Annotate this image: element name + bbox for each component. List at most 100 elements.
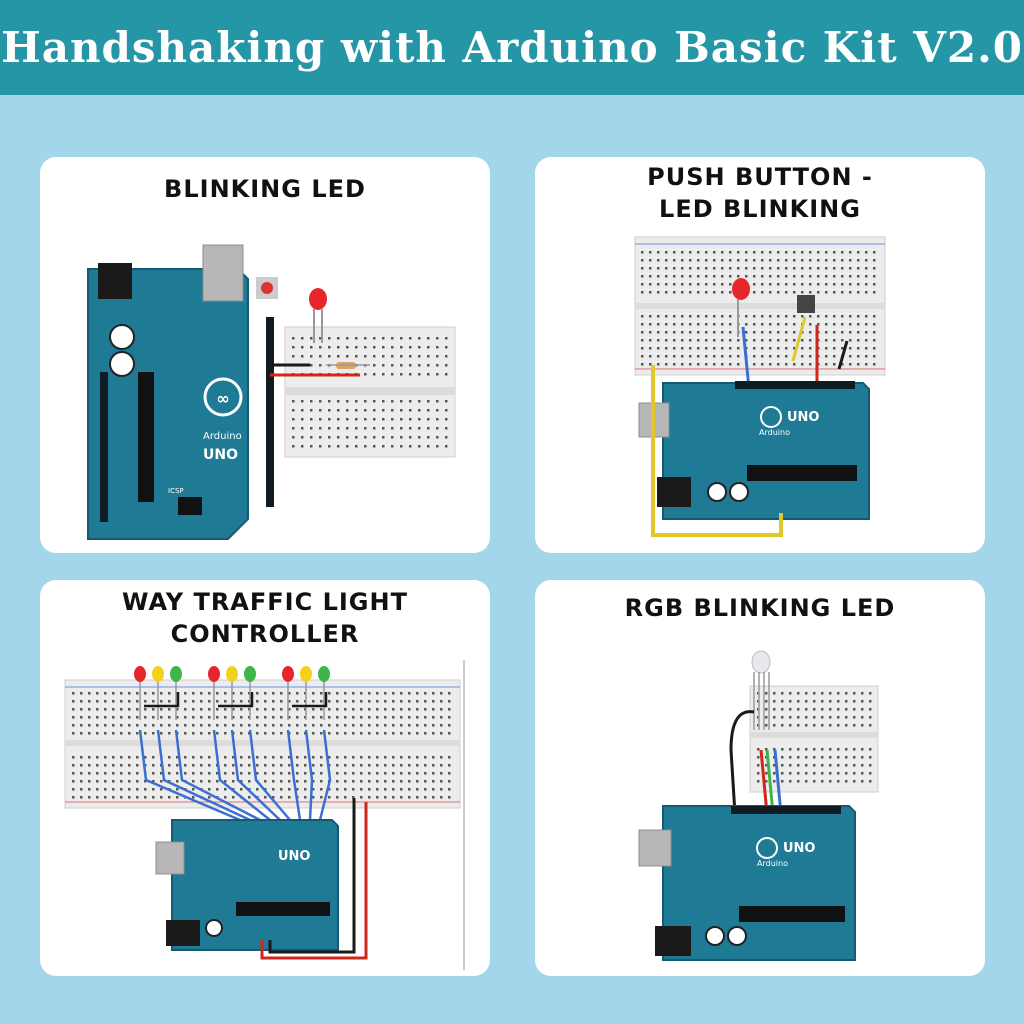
- breadboard-hole: [136, 692, 139, 695]
- breadboard-hole: [793, 275, 796, 278]
- breadboard-hole: [364, 355, 367, 358]
- breadboard-hole: [665, 251, 668, 254]
- breadboard-hole: [292, 409, 295, 412]
- breadboard-hole: [785, 363, 788, 366]
- breadboard-hole: [781, 780, 784, 783]
- breadboard-hole: [328, 445, 331, 448]
- breadboard-hole: [418, 427, 421, 430]
- breadboard-hole: [418, 445, 421, 448]
- breadboard-hole: [785, 339, 788, 342]
- breadboard-hole: [328, 409, 331, 412]
- breadboard-hole: [112, 788, 115, 791]
- breadboard-hole: [72, 716, 75, 719]
- wire-black: [837, 340, 849, 370]
- breadboard-hole: [432, 772, 435, 775]
- breadboard-hole: [408, 700, 411, 703]
- breadboard-hole: [689, 363, 692, 366]
- breadboard-hole: [448, 764, 451, 767]
- breadboard-hole: [873, 347, 876, 350]
- breadboard-hole: [813, 724, 816, 727]
- breadboard-hole: [781, 772, 784, 775]
- breadboard-hole: [337, 445, 340, 448]
- breadboard-hole: [224, 692, 227, 695]
- wire-green: [765, 749, 775, 815]
- breadboard-hole: [869, 700, 872, 703]
- breadboard-hole: [200, 772, 203, 775]
- breadboard-hole: [673, 275, 676, 278]
- breadboard-hole: [272, 756, 275, 759]
- breadboard-hole: [248, 796, 251, 799]
- breadboard-hole: [328, 355, 331, 358]
- breadboard-hole: [337, 427, 340, 430]
- breadboard-hole: [757, 772, 760, 775]
- breadboard-hole: [296, 756, 299, 759]
- push-button: [797, 295, 815, 313]
- breadboard-hole: [184, 692, 187, 695]
- breadboard-hole: [821, 724, 824, 727]
- breadboard-hole: [432, 780, 435, 783]
- breadboard-hole: [312, 780, 315, 783]
- breadboard-hole: [336, 700, 339, 703]
- breadboard-hole: [128, 724, 131, 727]
- breadboard-hole: [861, 700, 864, 703]
- wire-black: [144, 692, 180, 708]
- breadboard-hole: [681, 251, 684, 254]
- breadboard-hole: [705, 323, 708, 326]
- breadboard-hole: [713, 267, 716, 270]
- breadboard-hole: [649, 339, 652, 342]
- breadboard-hole: [801, 267, 804, 270]
- breadboard-hole: [392, 788, 395, 791]
- breadboard-hole: [427, 373, 430, 376]
- breadboard-hole: [713, 283, 716, 286]
- breadboard-hole: [292, 400, 295, 403]
- breadboard-hole: [793, 347, 796, 350]
- breadboard-hole: [152, 692, 155, 695]
- breadboard-hole: [777, 315, 780, 318]
- breadboard-hole: [745, 259, 748, 262]
- breadboard-hole: [319, 436, 322, 439]
- breadboard-hole: [319, 400, 322, 403]
- breadboard-hole: [793, 291, 796, 294]
- breadboard-hole: [777, 363, 780, 366]
- breadboard-hole: [160, 692, 163, 695]
- breadboard-hole: [837, 756, 840, 759]
- breadboard-hole: [821, 708, 824, 711]
- breadboard-hole: [869, 764, 872, 767]
- breadboard-hole: [320, 724, 323, 727]
- breadboard-hole: [801, 363, 804, 366]
- breadboard-hole: [445, 337, 448, 340]
- breadboard-hole: [336, 716, 339, 719]
- breadboard-hole: [729, 315, 732, 318]
- breadboard-hole: [853, 708, 856, 711]
- breadboard-hole: [360, 788, 363, 791]
- breadboard-hole: [208, 692, 211, 695]
- breadboard-hole: [737, 339, 740, 342]
- breadboard-hole: [649, 363, 652, 366]
- breadboard-hole: [364, 445, 367, 448]
- breadboard-hole: [192, 716, 195, 719]
- breadboard-hole: [785, 251, 788, 254]
- breadboard-hole: [817, 283, 820, 286]
- breadboard-hole: [337, 409, 340, 412]
- breadboard-hole: [328, 337, 331, 340]
- breadboard-hole: [721, 267, 724, 270]
- breadboard-hole: [869, 772, 872, 775]
- breadboard-hole: [96, 788, 99, 791]
- breadboard-hole: [328, 418, 331, 421]
- breadboard-hole: [729, 339, 732, 342]
- breadboard-hole: [681, 339, 684, 342]
- breadboard-hole: [869, 692, 872, 695]
- breadboard-hole: [753, 315, 756, 318]
- breadboard-hole: [777, 275, 780, 278]
- breadboard-hole: [781, 756, 784, 759]
- breadboard-hole: [837, 716, 840, 719]
- breadboard-hole: [432, 724, 435, 727]
- breadboard-hole: [849, 283, 852, 286]
- breadboard-hole: [192, 708, 195, 711]
- breadboard-hole: [801, 339, 804, 342]
- breadboard-hole: [649, 251, 652, 254]
- breadboard-hole: [280, 764, 283, 767]
- breadboard-hole: [272, 716, 275, 719]
- breadboard-hole: [753, 267, 756, 270]
- breadboard-hole: [184, 724, 187, 727]
